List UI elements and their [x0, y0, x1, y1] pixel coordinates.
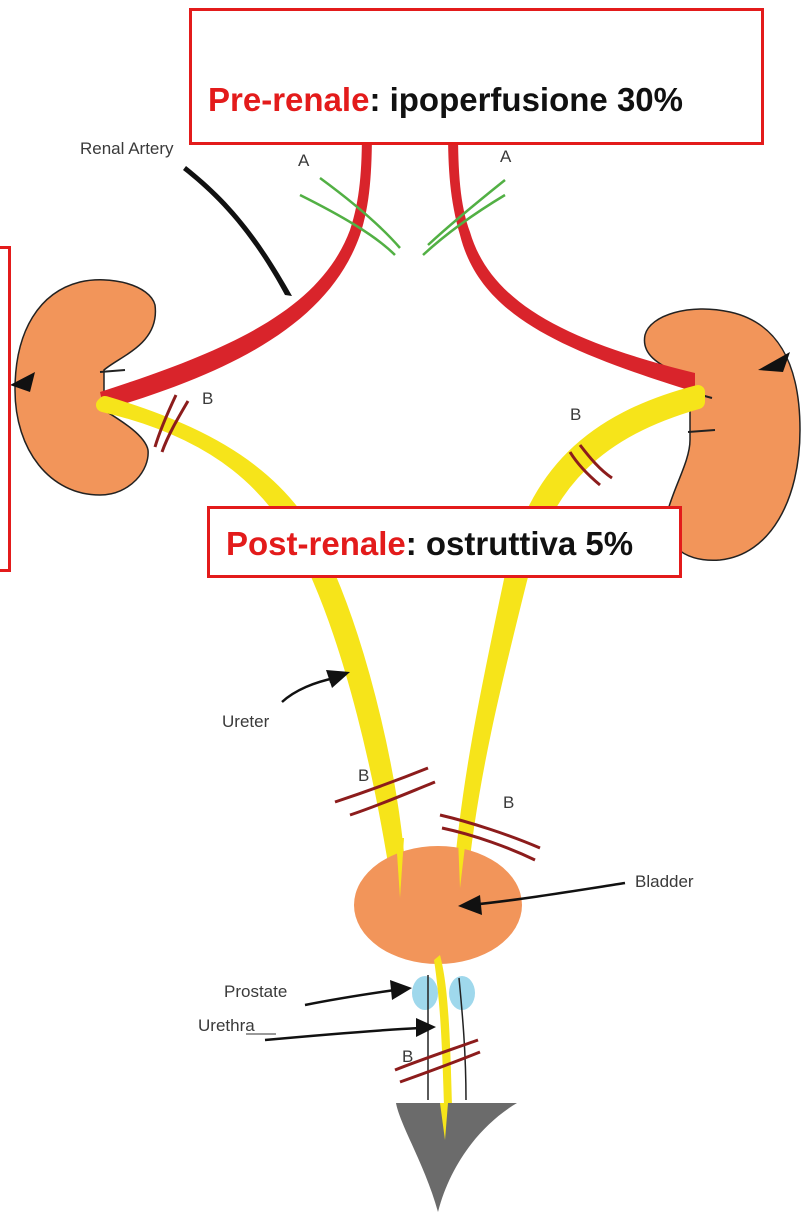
- site-b-label: B: [358, 766, 369, 785]
- postrenal-callout: Post-renale: ostruttiva 5%: [207, 506, 682, 578]
- prostate-label: Prostate: [224, 982, 287, 1001]
- prerenal-callout: Pre-renale: ipoperfusione 30%: [189, 8, 764, 145]
- left-ureter: [103, 403, 400, 895]
- urethra-pointer: [265, 1028, 420, 1040]
- site-b-label: B: [202, 389, 213, 408]
- prostate-pointer: [305, 990, 395, 1005]
- ureter-label: Ureter: [222, 712, 270, 731]
- renal-artery-pointer: [183, 166, 292, 296]
- urethra: [434, 955, 452, 1105]
- urethra-pointer-head: [416, 1018, 436, 1037]
- left-renal-artery: [100, 128, 372, 410]
- urethra-label: Urethra: [198, 1016, 255, 1035]
- left-highlight-frame: [0, 246, 11, 572]
- prostate: [412, 976, 438, 1010]
- site-a-label: A: [298, 151, 310, 170]
- bladder: [354, 846, 522, 964]
- site-b-label: B: [402, 1047, 413, 1066]
- renal-artery-label: Renal Artery: [80, 139, 174, 158]
- urethra-meatus: [396, 1103, 517, 1212]
- prerenal-text: : ipoperfusione 30%: [369, 81, 683, 118]
- site-b-label: B: [503, 793, 514, 812]
- postrenal-highlight: Post-renale: [226, 525, 406, 562]
- bladder-label: Bladder: [635, 872, 694, 891]
- ureter-pointer-head: [326, 670, 350, 688]
- postrenal-text: : ostruttiva 5%: [406, 525, 633, 562]
- site-b-label: B: [570, 405, 581, 424]
- prerenal-highlight: Pre-renale: [208, 81, 369, 118]
- prostate-pointer-head: [390, 980, 412, 1000]
- ureter-pointer: [282, 678, 335, 702]
- site-a-label: A: [500, 147, 512, 166]
